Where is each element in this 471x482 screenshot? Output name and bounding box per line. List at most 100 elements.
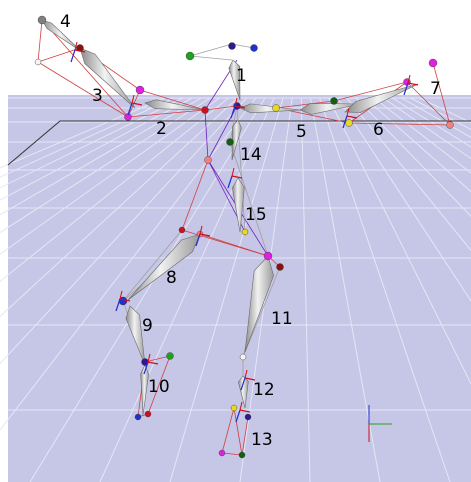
segment-label-12: 12 xyxy=(253,380,275,400)
grid-line xyxy=(346,97,471,252)
segment-label-7: 7 xyxy=(430,79,441,99)
grid-line xyxy=(0,97,211,234)
marker xyxy=(239,353,247,361)
axis-line xyxy=(115,298,121,312)
marker-wire xyxy=(221,452,243,456)
segment-label-8: 8 xyxy=(166,268,177,288)
marker xyxy=(204,156,212,164)
marker xyxy=(272,104,280,112)
world-origin-axes xyxy=(368,405,392,442)
marker-wire xyxy=(229,105,238,143)
segment-label-9: 9 xyxy=(142,316,153,336)
marker-wire xyxy=(37,61,129,118)
marker-wire xyxy=(41,19,129,118)
grid-line xyxy=(355,97,471,217)
marker xyxy=(226,138,234,146)
bone-segment xyxy=(231,119,242,161)
marker-wire xyxy=(348,122,451,126)
axis-line xyxy=(346,115,358,119)
marker-wire xyxy=(147,355,171,415)
marker xyxy=(244,413,252,421)
axis-line xyxy=(231,175,243,179)
grid-line xyxy=(169,97,284,482)
marker xyxy=(263,251,273,261)
marker xyxy=(218,449,226,457)
axis-line xyxy=(199,233,211,237)
grid-line xyxy=(0,97,165,169)
marker-wire xyxy=(204,105,238,111)
segment-label-4: 4 xyxy=(60,12,71,32)
marker-wire xyxy=(181,159,209,231)
axis-line xyxy=(199,225,203,235)
axis-line xyxy=(342,115,348,129)
grid-line xyxy=(309,97,381,482)
marker xyxy=(166,352,174,360)
marker-wire xyxy=(241,416,249,456)
grid-line xyxy=(29,97,266,482)
segment-labels: 1 2 3 4 5 6 7 8 9 10 11 12 13 14 15 xyxy=(60,12,441,450)
marker-wire xyxy=(242,266,281,358)
segment-label-1: 1 xyxy=(236,66,247,86)
world-axis-line xyxy=(7,120,471,166)
grid-line xyxy=(99,97,275,482)
axis-line xyxy=(407,82,419,86)
axis-line xyxy=(127,102,133,116)
axis-line xyxy=(244,369,248,379)
segment-label-5: 5 xyxy=(296,122,307,142)
marker-wire xyxy=(204,109,209,161)
marker xyxy=(144,410,152,418)
grid-line xyxy=(0,97,238,318)
axis-line xyxy=(131,94,135,104)
marker-wire xyxy=(231,43,255,49)
markers xyxy=(34,15,454,459)
segment-label-11: 11 xyxy=(271,309,293,329)
segment-label-15: 15 xyxy=(245,205,267,225)
marker xyxy=(241,228,249,236)
marker-wire xyxy=(127,109,206,118)
grid-line xyxy=(0,97,202,216)
grid-line xyxy=(300,97,311,482)
marker-wire xyxy=(229,141,269,257)
segment-axes xyxy=(70,41,419,423)
segment-label-14: 14 xyxy=(240,145,262,165)
bone-segment xyxy=(140,364,149,416)
marker-wire xyxy=(37,47,81,63)
grid-line xyxy=(0,97,175,178)
marker-wire xyxy=(275,100,335,109)
bone-segments xyxy=(41,19,419,416)
axis-line xyxy=(230,105,236,119)
axis-line xyxy=(143,361,149,375)
axis-line xyxy=(74,41,78,51)
axis-line xyxy=(195,233,201,247)
axis-line xyxy=(131,102,143,106)
grid-line xyxy=(0,97,220,255)
axis-line xyxy=(147,361,159,365)
axis-line xyxy=(119,298,131,302)
segment-label-3: 3 xyxy=(92,86,103,106)
axis-line xyxy=(234,105,246,109)
marker-wire xyxy=(144,355,171,363)
grid-line xyxy=(0,97,229,283)
marker xyxy=(135,85,145,95)
axis-line xyxy=(240,377,246,391)
grid-line xyxy=(328,97,471,385)
marker xyxy=(178,226,186,234)
marker xyxy=(446,121,454,129)
bone-segment xyxy=(244,255,274,353)
bone-segment xyxy=(79,47,136,109)
marker xyxy=(330,97,338,105)
axis-line xyxy=(147,353,151,363)
segment-label-2: 2 xyxy=(156,119,167,139)
axis-line xyxy=(346,107,350,117)
marker-wire xyxy=(432,62,451,126)
grid-line xyxy=(0,97,248,365)
axis-line xyxy=(74,49,86,53)
segment-label-13: 13 xyxy=(251,430,273,450)
marker xyxy=(228,42,236,50)
marker-wire xyxy=(233,407,243,456)
marker xyxy=(230,404,238,412)
marker-wire xyxy=(189,55,233,61)
bone-segment xyxy=(232,177,245,233)
